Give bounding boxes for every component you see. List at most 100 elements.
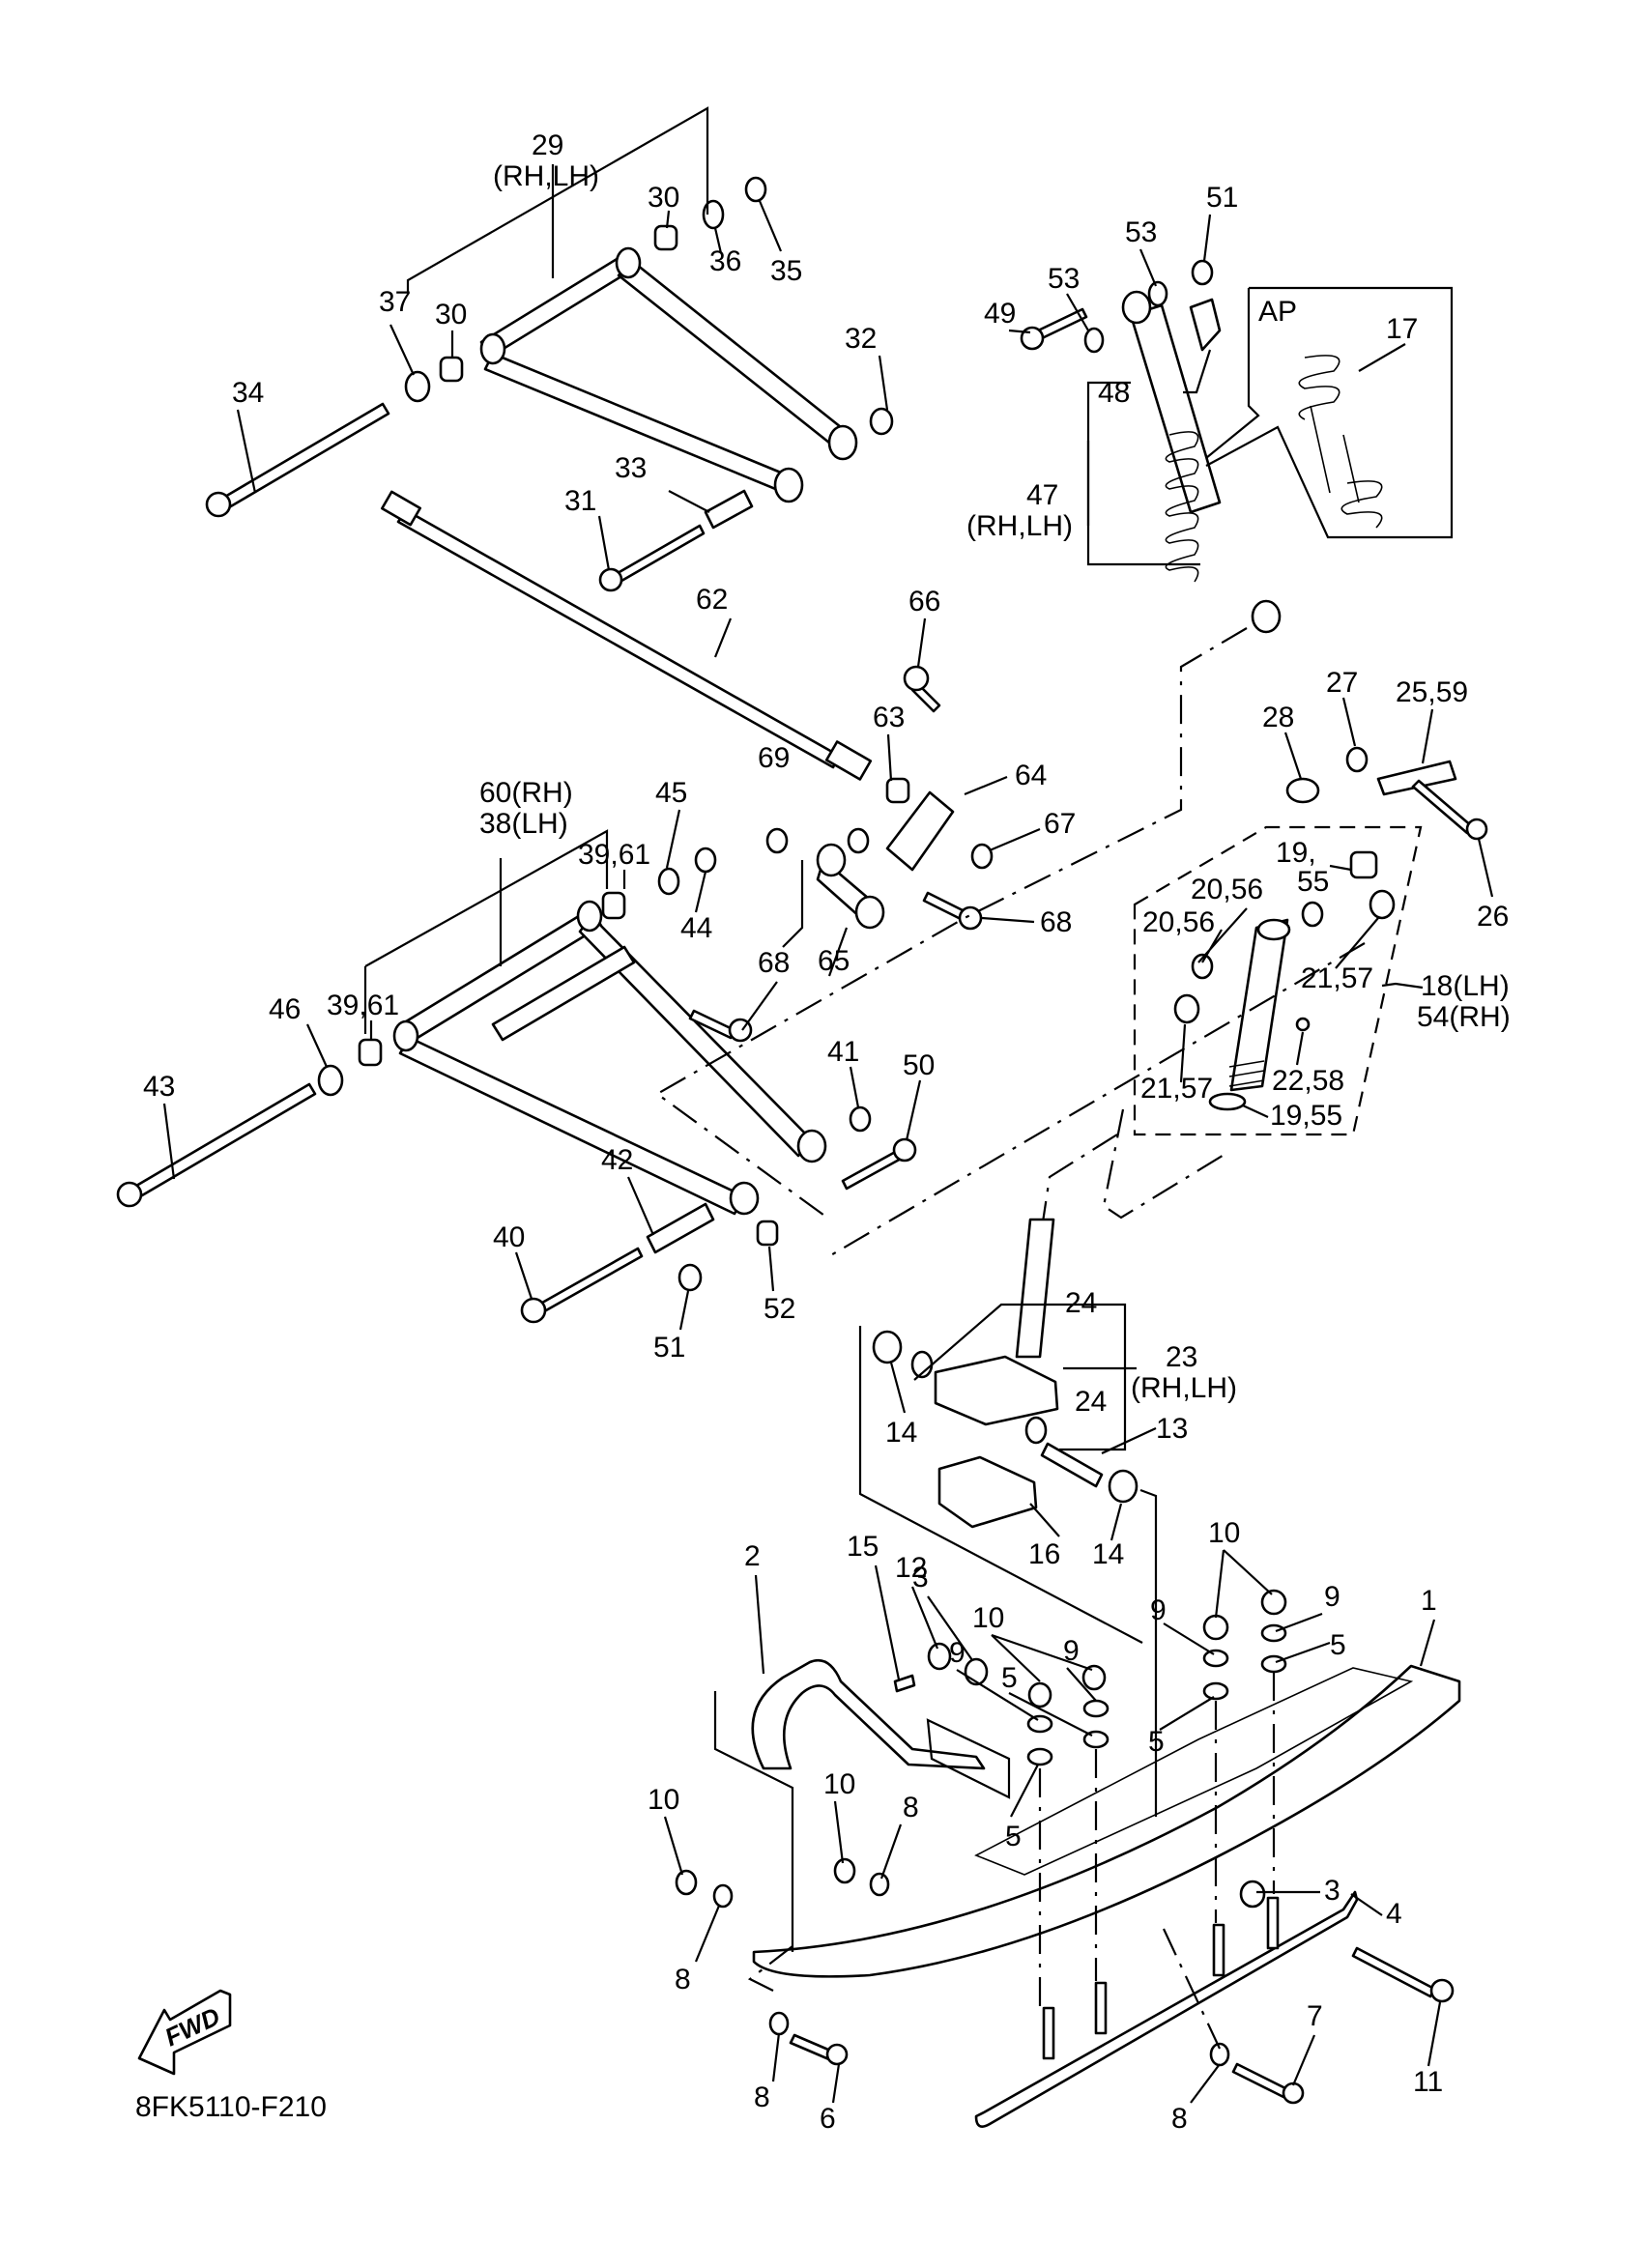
- bolt-34-head: [205, 491, 232, 518]
- callout-60-rh: 60(RH): [479, 777, 573, 809]
- bolt-11: [1351, 1946, 1436, 1998]
- callout-8: 8: [1171, 2103, 1188, 2135]
- callout-12: 12: [895, 1552, 927, 1584]
- bushing-14b: [1108, 1469, 1139, 1504]
- collar-42: [646, 1202, 715, 1254]
- grease-nipple-22-58: [1295, 1017, 1311, 1032]
- callout-45: 45: [655, 777, 687, 809]
- lower-arm-assembly: [116, 829, 917, 1324]
- upper-arm-bushing-end: [479, 332, 506, 365]
- callout-68: 68: [758, 947, 790, 979]
- callout-63: 63: [873, 702, 905, 733]
- stud-d: [1266, 1896, 1280, 1950]
- callout-66: 66: [908, 586, 940, 617]
- idler-bracket: [765, 665, 994, 931]
- callout-49: 49: [984, 298, 1016, 330]
- bolt-34: [216, 402, 390, 512]
- bushing-39-61-lower: [358, 1038, 383, 1067]
- washer-37: [404, 370, 431, 403]
- leader-69: [782, 860, 804, 948]
- callout-23: 23: [1166, 1341, 1197, 1373]
- callout-47: 47: [1026, 479, 1058, 511]
- bolt-axis-lines: [747, 1928, 1221, 2050]
- lower-arm-rear-end: [576, 900, 603, 933]
- callout-52: 52: [764, 1293, 795, 1325]
- callout-55: 55: [1297, 866, 1329, 898]
- spindle-inset-border: [1133, 825, 1423, 1136]
- callout-11: 11: [1413, 2066, 1443, 2098]
- callout-67: 67: [1044, 808, 1076, 840]
- bushing-19-55-bottom: [1208, 1092, 1247, 1111]
- callout-4: 4: [1386, 1898, 1402, 1930]
- callout-15: 15: [847, 1531, 879, 1563]
- fwd-arrow-icon: [137, 1989, 232, 2076]
- callout-9: 9: [1324, 1581, 1340, 1613]
- callout-27: 27: [1326, 667, 1358, 699]
- callout-39-61: 39,61: [578, 839, 650, 871]
- leader-29-bracket: [406, 106, 709, 292]
- callout-20-56: 20,56: [1191, 874, 1263, 905]
- callout-46: 46: [269, 993, 301, 1025]
- callout-8: 8: [675, 1964, 691, 1995]
- callout-10: 10: [972, 1602, 1004, 1634]
- callout-24: 24: [1065, 1287, 1097, 1319]
- bolt-40: [533, 1247, 644, 1316]
- leader-23-bracket: [913, 1303, 1127, 1451]
- bolt-26: [1411, 779, 1475, 835]
- nut-27: [1345, 746, 1369, 773]
- ski-hardware: [675, 1589, 1455, 2105]
- callout-13: 13: [1156, 1413, 1188, 1445]
- nut-35: [744, 176, 767, 203]
- bolt-68-lower: [688, 1009, 736, 1040]
- bushing-3-lower: [1239, 1880, 1266, 1909]
- collar-33: [704, 489, 754, 530]
- diagram-code: 8FK5110-F210: [135, 2091, 327, 2123]
- shock-cover-48: [1189, 298, 1222, 352]
- callout-32: 32: [845, 323, 877, 355]
- cap-28: [1285, 777, 1320, 804]
- stud-axis-lines: [1038, 1672, 1276, 2010]
- callout-3: 3: [1324, 1875, 1340, 1907]
- handle-ref-lines: [713, 1691, 1011, 1952]
- bushing-21-57-b: [1173, 993, 1200, 1024]
- ap-inset-border: [1205, 286, 1454, 539]
- collar-5d: [1260, 1654, 1287, 1674]
- bushing-39-61-upper: [601, 891, 626, 920]
- bushing-30-upper: [653, 224, 678, 251]
- callout-7: 7: [1307, 2000, 1323, 2032]
- handle-2: [751, 1658, 986, 1770]
- bolt-31: [611, 524, 706, 586]
- bolt-50-head: [892, 1137, 917, 1163]
- callout-30: 30: [648, 182, 679, 214]
- ref-line-shock-to-arm: [654, 627, 1248, 1219]
- bolt-50: [841, 1148, 905, 1191]
- sway-bar-shaft: [396, 508, 841, 769]
- stud-b: [1094, 1981, 1108, 2035]
- bushing-19-55-top: [1349, 850, 1378, 879]
- washer-46: [317, 1064, 344, 1097]
- callout-19: 19,: [1276, 837, 1316, 869]
- callout-53: 53: [1125, 216, 1157, 248]
- nut-10e: [675, 1869, 698, 1896]
- link-65-upper-eye: [816, 843, 847, 877]
- nut-32: [869, 407, 894, 436]
- washer-53b: [1147, 280, 1168, 307]
- bushing-24b: [1024, 1416, 1048, 1445]
- bushing-69a: [765, 827, 789, 854]
- washer-8c: [768, 2011, 790, 2036]
- callout-62: 62: [696, 584, 728, 616]
- lower-arm-crossmember: [491, 945, 636, 1042]
- leader-47-bracket-bottom: [1086, 441, 1200, 566]
- bolt-7: [1231, 2062, 1289, 2099]
- upper-arm-rear-end: [773, 467, 804, 503]
- ap-inset-pointer: [1205, 288, 1260, 459]
- spindle-splines: [1228, 1060, 1265, 1087]
- washer-9b: [1082, 1699, 1110, 1718]
- sway-bar-spline-left: [380, 490, 422, 527]
- nut-10f: [833, 1857, 856, 1884]
- nut-51-lower: [677, 1263, 703, 1292]
- leader-48: [1183, 349, 1212, 394]
- washer-53a: [1083, 327, 1105, 354]
- saddle-23: [934, 1355, 1059, 1426]
- callout-10: 10: [648, 1784, 679, 1816]
